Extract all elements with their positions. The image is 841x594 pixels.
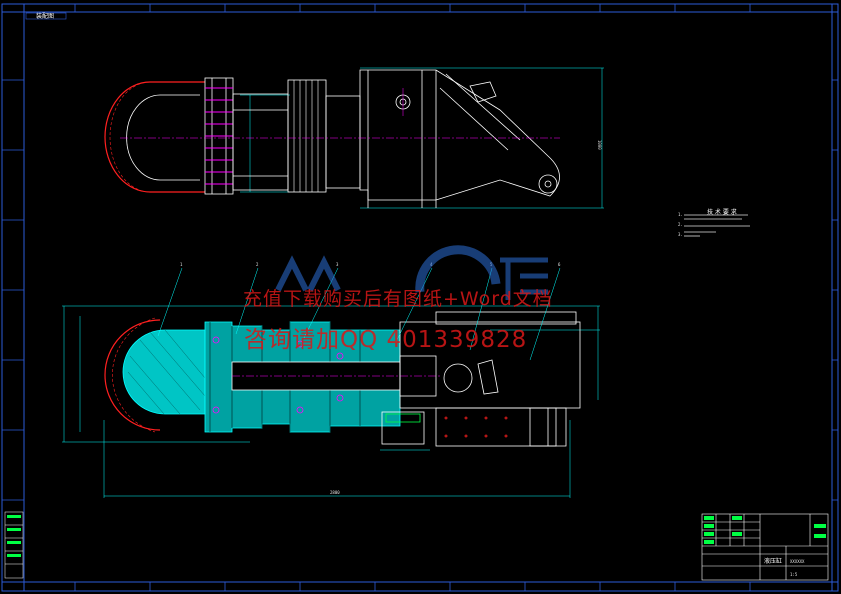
title-block: [701, 513, 829, 581]
section-view: [62, 267, 600, 498]
balloon-2: 2: [256, 262, 259, 267]
balloon-1: 1: [180, 262, 183, 267]
balloon-3: 3: [336, 262, 339, 267]
side-height-dimension: 1000: [597, 140, 602, 150]
tech-req-line-1: 1.: [678, 212, 683, 217]
part-balloons: 1 2 3 4 5 6: [180, 262, 561, 267]
corner-tag: 装配图: [25, 12, 67, 20]
tech-req-title: 技 术 要 求: [707, 208, 737, 216]
tech-req-line-2: 2.: [678, 222, 683, 227]
watermark-line-2: 咨询请加QQ 401339828: [244, 327, 528, 353]
title-block-drawing-name: 液压缸: [764, 557, 782, 565]
title-block-scale: 1:5: [790, 572, 798, 577]
watermark-line-1: 充值下载购买后有图纸+Word文档: [243, 288, 553, 310]
zone-ticks: [2, 4, 838, 591]
top-view: [104, 67, 604, 209]
watermark-logo: [275, 245, 548, 300]
corner-tag-label: 装配图: [36, 12, 54, 20]
revision-strip: [4, 511, 24, 579]
balloon-6: 6: [558, 262, 561, 267]
title-block-drawing-number: XXXXXX: [790, 559, 805, 564]
tech-req-line-3: 3.: [678, 232, 683, 237]
overall-length-dimension: 2800: [330, 490, 340, 495]
technical-requirements: 技 术 要 求 1. 2. 3.: [678, 208, 750, 237]
sheet-border: [1, 3, 839, 592]
